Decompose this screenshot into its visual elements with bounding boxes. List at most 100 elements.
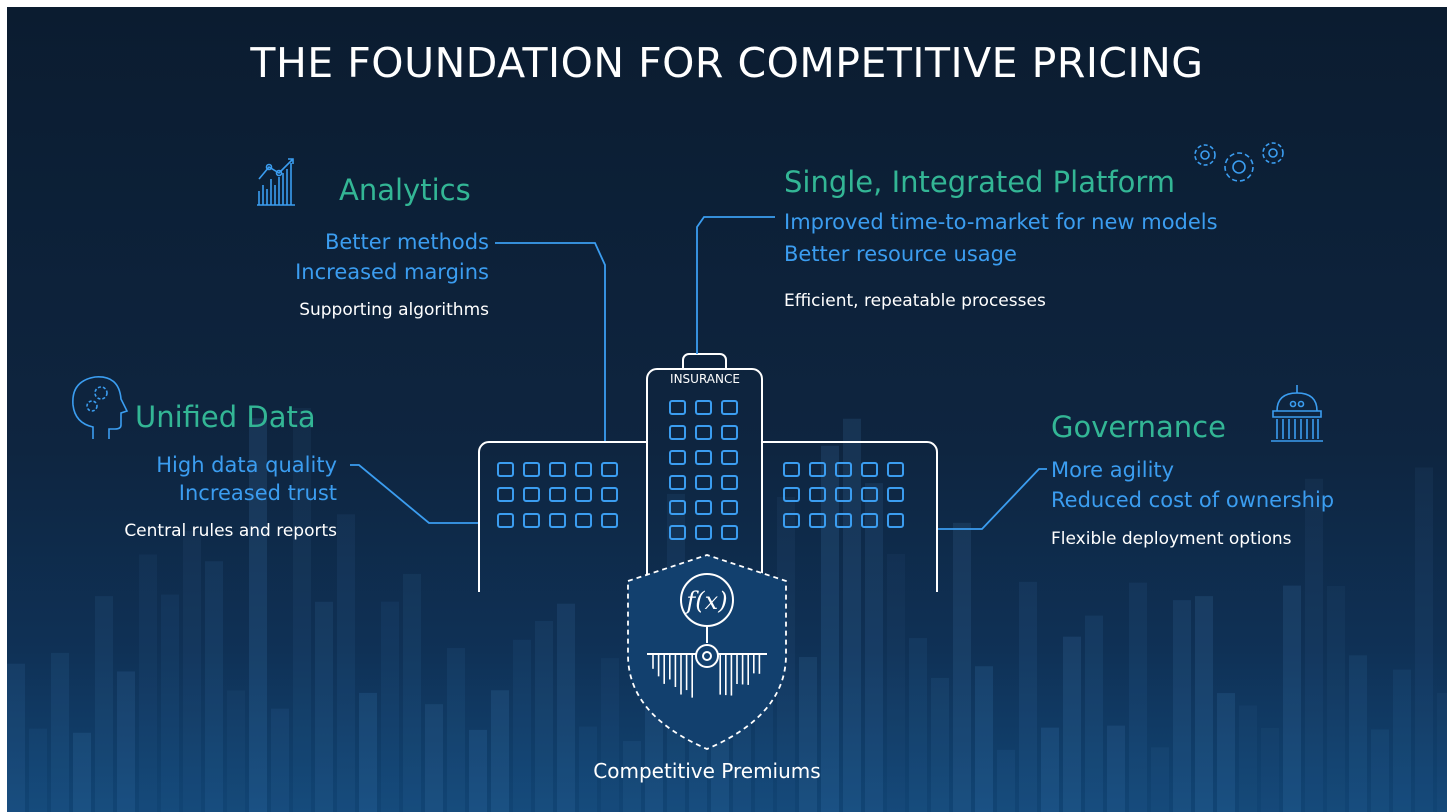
chart-trend-icon — [257, 158, 295, 206]
competitive-premiums-label: Competitive Premiums — [593, 759, 821, 783]
background-bar — [1371, 729, 1389, 812]
window — [549, 513, 566, 528]
window — [669, 425, 686, 440]
background-bar — [865, 483, 883, 812]
governance-heading: Governance — [1051, 410, 1226, 444]
background-bar — [403, 573, 421, 812]
background-bar — [117, 671, 135, 812]
building-illustration — [478, 353, 938, 592]
connector-platform — [696, 216, 775, 354]
background-bar — [1239, 705, 1257, 812]
unified-data-benefit-2: Increased trust — [178, 481, 337, 505]
background-bar — [1393, 669, 1411, 812]
background-bar — [227, 690, 245, 812]
background-bar — [7, 663, 25, 812]
platform-heading: Single, Integrated Platform — [784, 165, 1175, 199]
unified-data-benefit-1: High data quality — [156, 453, 337, 477]
background-bar — [557, 603, 575, 812]
background-bar — [469, 729, 487, 812]
window — [601, 513, 618, 528]
window — [497, 487, 514, 502]
background-bar — [601, 658, 619, 812]
window — [497, 462, 514, 477]
platform-benefit-2: Better resource usage — [784, 242, 1017, 266]
background-bar — [315, 601, 333, 812]
window — [721, 425, 738, 440]
window — [835, 462, 852, 477]
background-bar — [183, 530, 201, 812]
slide: INSURANCE f(x) — [7, 7, 1447, 812]
background-bar — [1349, 655, 1367, 812]
window — [549, 462, 566, 477]
window — [861, 513, 878, 528]
background-bar — [1129, 582, 1147, 812]
background-bar — [73, 732, 91, 812]
background-bar — [1085, 615, 1103, 812]
background-bar — [447, 648, 465, 812]
background-bar — [1041, 727, 1059, 812]
background-bar — [1415, 467, 1433, 812]
connector-analytics — [495, 242, 606, 441]
background-bar — [953, 522, 971, 812]
background-bar — [1437, 692, 1447, 812]
window — [721, 500, 738, 515]
formula-shield-icon: f(x) — [627, 554, 787, 750]
window — [601, 487, 618, 502]
window — [721, 400, 738, 415]
window — [783, 462, 800, 477]
window — [695, 425, 712, 440]
window — [721, 475, 738, 490]
analytics-benefit-2: Increased margins — [295, 260, 489, 284]
window — [575, 462, 592, 477]
window — [669, 475, 686, 490]
window — [669, 500, 686, 515]
window — [695, 525, 712, 540]
unified-data-heading: Unified Data — [135, 400, 316, 434]
window — [887, 487, 904, 502]
window — [549, 487, 566, 502]
analytics-benefit-1: Better methods — [324, 230, 489, 254]
capitol-building-icon — [1271, 385, 1323, 442]
window — [575, 487, 592, 502]
background-bar — [887, 553, 905, 812]
platform-note: Efficient, repeatable processes — [784, 291, 1046, 311]
window — [523, 513, 540, 528]
platform-benefit-1: Improved time-to-market for new models — [784, 210, 1218, 234]
window — [575, 513, 592, 528]
background-bar — [1261, 727, 1279, 812]
background-bar — [1217, 693, 1235, 812]
background-bar — [381, 601, 399, 812]
window — [721, 525, 738, 540]
window — [523, 462, 540, 477]
window — [695, 400, 712, 415]
window — [861, 462, 878, 477]
window — [523, 487, 540, 502]
background-bar — [1283, 585, 1301, 812]
background-bar — [1063, 636, 1081, 812]
governance-note: Flexible deployment options — [1051, 529, 1292, 549]
diagram-art: INSURANCE f(x) — [72, 142, 1323, 750]
window — [861, 487, 878, 502]
analytics-heading: Analytics — [339, 173, 471, 207]
window — [497, 513, 514, 528]
background-bar — [975, 666, 993, 812]
background-bar — [909, 638, 927, 812]
window — [809, 487, 826, 502]
window — [669, 400, 686, 415]
background-bar — [249, 418, 267, 812]
background-bar — [535, 621, 553, 812]
background-bar — [1327, 585, 1345, 812]
background-bar — [337, 514, 355, 812]
background-bar — [843, 418, 861, 812]
background-bar — [579, 726, 597, 812]
window — [783, 513, 800, 528]
page-title: THE FOUNDATION FOR COMPETITIVE PRICING — [250, 39, 1204, 87]
window — [669, 450, 686, 465]
window — [783, 487, 800, 502]
background-bar — [51, 652, 69, 812]
background-bar — [1305, 478, 1323, 812]
background-bar — [95, 596, 113, 812]
window — [721, 450, 738, 465]
governance-benefit-2: Reduced cost of ownership — [1051, 488, 1335, 512]
connector-lines — [350, 216, 1047, 530]
